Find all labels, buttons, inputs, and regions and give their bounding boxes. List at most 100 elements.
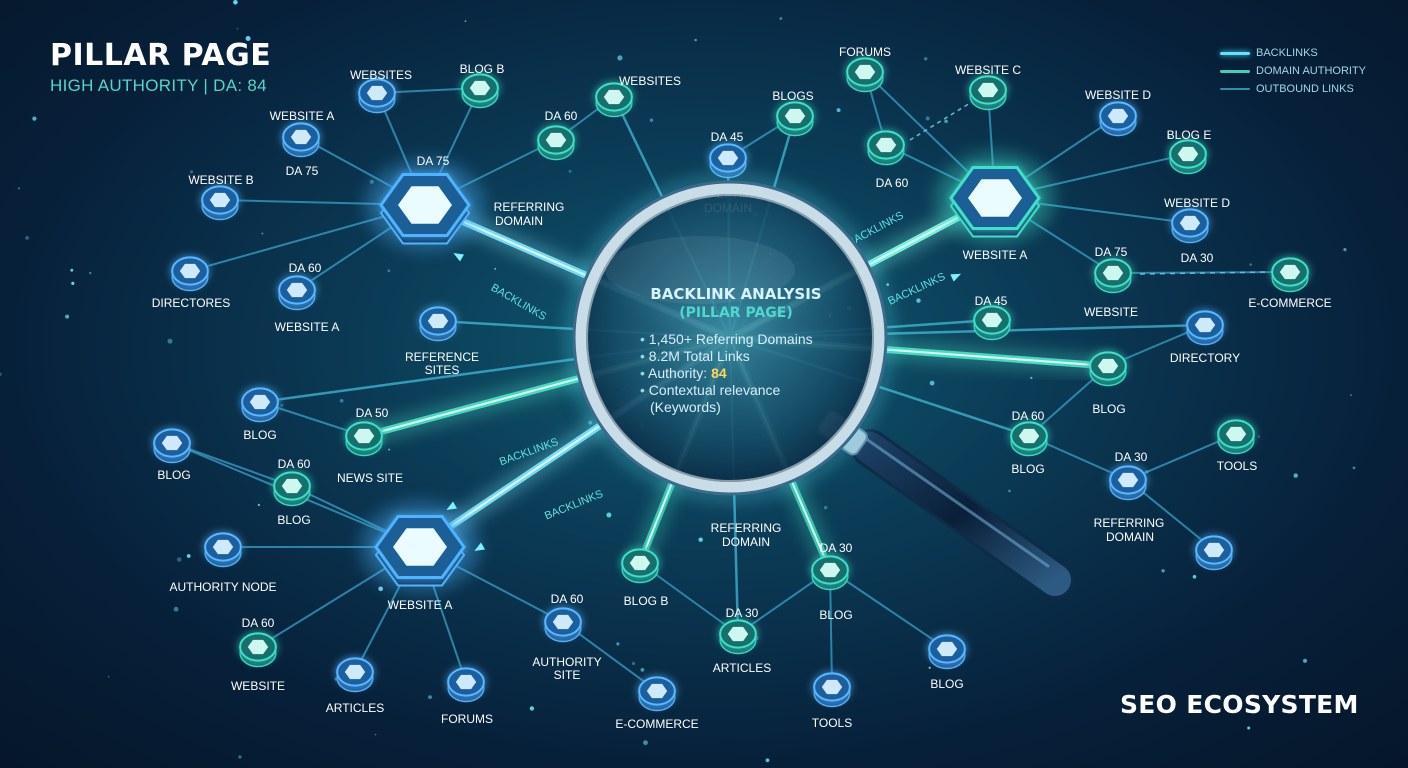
node-label: WEBSITE bbox=[1084, 305, 1138, 319]
node-label: WEBSITE B bbox=[188, 173, 253, 187]
site-node-n1[interactable] bbox=[358, 78, 396, 114]
node-label: DA 30 bbox=[726, 606, 759, 620]
site-node-n5[interactable] bbox=[282, 122, 320, 158]
particle-dot bbox=[1129, 315, 1132, 318]
node-label: BLOGS bbox=[772, 89, 813, 103]
node-label: WEBSITES bbox=[350, 68, 412, 82]
site-node-n17[interactable] bbox=[273, 471, 311, 507]
site-node-n49[interactable] bbox=[973, 305, 1011, 341]
site-node-n41[interactable] bbox=[867, 130, 905, 166]
node-label: BLOG bbox=[1092, 402, 1125, 416]
particle-dot bbox=[631, 661, 636, 666]
node-label: SITE bbox=[554, 668, 581, 682]
site-node-n20[interactable] bbox=[239, 632, 277, 668]
legend-swatch-backlinks bbox=[1220, 51, 1250, 55]
site-node-n23[interactable] bbox=[447, 667, 485, 703]
node-label: DA 45 bbox=[711, 130, 744, 144]
site-node-n55[interactable] bbox=[1109, 465, 1147, 501]
site-node-n43[interactable] bbox=[1169, 139, 1207, 175]
node-label: BLOG bbox=[277, 513, 310, 527]
site-node-n52[interactable] bbox=[1010, 421, 1048, 457]
site-node-n46[interactable] bbox=[1094, 258, 1132, 294]
particle-dot bbox=[167, 338, 173, 344]
site-node-n2[interactable] bbox=[461, 73, 499, 109]
site-node-n51[interactable] bbox=[1089, 351, 1127, 387]
site-node-n8[interactable] bbox=[171, 256, 209, 292]
panel-subtitle: (PILLAR PAGE) bbox=[679, 305, 793, 321]
particle-dot bbox=[1161, 569, 1165, 573]
node-label: FORUMS bbox=[839, 45, 891, 59]
particle-dot bbox=[925, 116, 930, 121]
site-node-n48[interactable] bbox=[1271, 257, 1309, 293]
node-label: REFERENCE bbox=[405, 350, 479, 364]
stat-keywords: (Keywords) bbox=[650, 399, 721, 415]
particle-dot bbox=[261, 232, 264, 235]
particle-dot bbox=[173, 606, 179, 612]
arrow-icon bbox=[446, 501, 457, 510]
node-label: BLOG B bbox=[624, 594, 669, 608]
arrow-icon bbox=[950, 273, 962, 282]
site-node-n35[interactable] bbox=[846, 57, 884, 93]
hub-node-hub-right-top[interactable] bbox=[949, 166, 1041, 238]
legend-item-domain-authority: DOMAIN AUTHORITY bbox=[1220, 62, 1366, 80]
node-label: DA 30 bbox=[1181, 251, 1214, 265]
particle-dot bbox=[1343, 248, 1347, 252]
site-node-n54[interactable] bbox=[1217, 419, 1255, 455]
site-node-n33[interactable] bbox=[813, 672, 851, 708]
site-node-n27[interactable] bbox=[638, 676, 676, 712]
site-node-n36[interactable] bbox=[776, 101, 814, 137]
site-node-n28[interactable] bbox=[621, 548, 659, 584]
site-node-n9[interactable] bbox=[278, 275, 316, 311]
site-node-n14[interactable] bbox=[345, 421, 383, 457]
backlinks-tag: BACKLINKS bbox=[489, 282, 548, 323]
particle-dot bbox=[616, 642, 620, 646]
footer-title: SEO ECOSYSTEM bbox=[1120, 690, 1359, 719]
site-node-n31[interactable] bbox=[811, 555, 849, 591]
site-node-n34[interactable] bbox=[928, 634, 966, 670]
site-node-n24[interactable] bbox=[544, 607, 582, 643]
site-node-n37[interactable] bbox=[709, 143, 747, 179]
particle-dot bbox=[65, 314, 70, 319]
particle-dot bbox=[1302, 658, 1308, 663]
stat-authority-label: Authority: bbox=[648, 365, 708, 381]
particle-dot bbox=[428, 695, 432, 699]
particle-dot bbox=[617, 55, 623, 61]
site-node-n58[interactable] bbox=[1195, 535, 1233, 571]
site-node-n50[interactable] bbox=[1186, 310, 1224, 346]
node-label: WEBSITE A bbox=[270, 109, 335, 123]
site-node-n7[interactable] bbox=[201, 185, 239, 221]
node-label: TOOLS bbox=[1217, 459, 1257, 473]
node-label: BLOG bbox=[1011, 462, 1044, 476]
particle-dot bbox=[1030, 376, 1033, 380]
hub-node-hub-left-top[interactable] bbox=[379, 173, 471, 245]
hub-node-hub-left-bottom[interactable] bbox=[374, 515, 466, 587]
legend-swatch-outbound-links bbox=[1220, 88, 1250, 90]
particle-dot bbox=[1192, 575, 1197, 579]
site-node-n42[interactable] bbox=[1099, 101, 1137, 137]
site-node-n40[interactable] bbox=[969, 75, 1007, 111]
site-node-n13[interactable] bbox=[241, 387, 279, 423]
particle-dot bbox=[107, 675, 110, 678]
site-node-n19[interactable] bbox=[204, 532, 242, 568]
node-label: DOMAIN bbox=[1106, 530, 1154, 544]
site-node-n29[interactable] bbox=[719, 619, 757, 655]
site-node-n22[interactable] bbox=[336, 657, 374, 693]
node-label: DA 30 bbox=[1115, 450, 1148, 464]
node-label: DA 60 bbox=[551, 592, 584, 606]
particle-dot bbox=[1293, 473, 1298, 478]
particle-dot bbox=[388, 448, 391, 451]
legend-label: DOMAIN AUTHORITY bbox=[1256, 65, 1367, 77]
site-node-n4[interactable] bbox=[537, 125, 575, 161]
node-label: DA 75 bbox=[1095, 245, 1128, 259]
particle-dot bbox=[529, 706, 535, 711]
node-label: WEBSITE D bbox=[1085, 88, 1151, 102]
site-node-n16[interactable] bbox=[153, 428, 191, 464]
node-label: BLOG bbox=[819, 608, 852, 622]
referring-domain-label: REFERRING bbox=[494, 200, 565, 214]
particle-dot bbox=[257, 503, 261, 507]
particle-dot bbox=[189, 170, 194, 174]
site-node-n3[interactable] bbox=[595, 82, 633, 118]
site-node-n11[interactable] bbox=[419, 306, 457, 342]
site-node-n44[interactable] bbox=[1171, 208, 1209, 244]
panel-stats-list: 1,450+ Referring Domains 8.2M Total Link… bbox=[640, 331, 846, 416]
